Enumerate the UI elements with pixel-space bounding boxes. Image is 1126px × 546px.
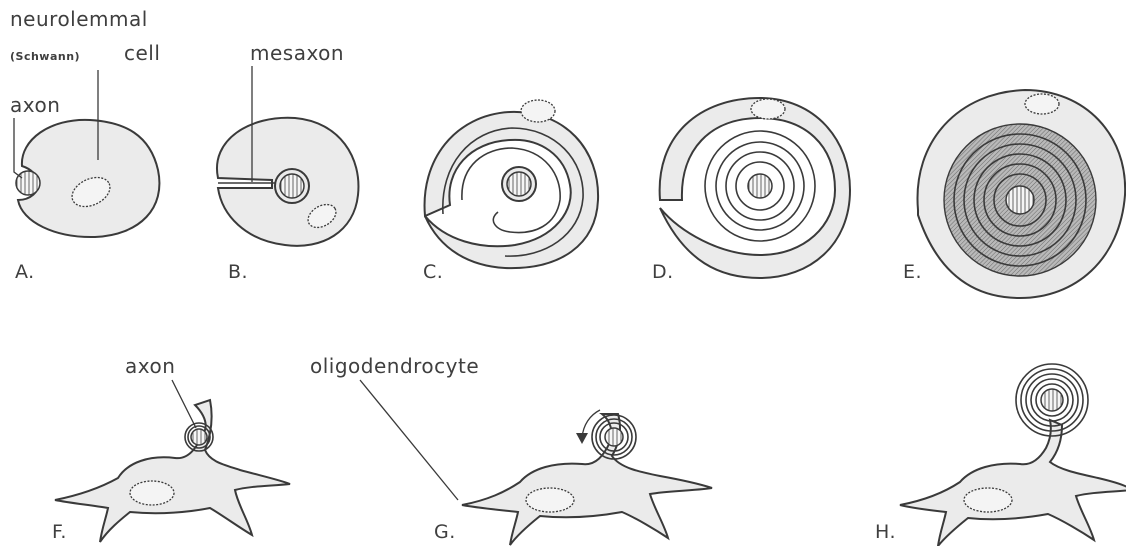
- oligodendrocyte-body: [55, 400, 290, 542]
- nucleus: [521, 100, 555, 122]
- label-schwann: (Schwann): [10, 50, 80, 63]
- panel-h: H.: [875, 364, 1126, 546]
- panel-c: C.: [423, 100, 598, 283]
- panel-label-e: E.: [903, 261, 922, 283]
- panel-f: F.: [52, 400, 290, 543]
- leader-axon-bottom: [172, 380, 196, 428]
- axon: [605, 428, 623, 446]
- panel-e: E.: [903, 90, 1125, 298]
- panel-a: A.: [15, 120, 159, 283]
- axon: [748, 174, 772, 198]
- oligodendrocyte-body: [900, 420, 1126, 546]
- axon: [1041, 389, 1063, 411]
- arrowhead-icon: [576, 433, 588, 444]
- axon: [280, 174, 304, 198]
- panel-label-g: G.: [434, 521, 456, 543]
- leader-oligodendrocyte: [360, 380, 458, 500]
- panel-b: B.: [217, 118, 358, 283]
- axon: [1006, 186, 1034, 214]
- nucleus: [1025, 94, 1059, 114]
- nucleus: [526, 488, 574, 512]
- panel-label-d: D.: [652, 261, 674, 283]
- panel-label-h: H.: [875, 521, 896, 543]
- nucleus: [751, 99, 785, 119]
- label-neurolemmal: neurolemmal: [10, 7, 148, 31]
- axon: [16, 171, 40, 195]
- label-mesaxon: mesaxon: [250, 41, 344, 65]
- label-axon-top: axon: [10, 93, 60, 117]
- panel-label-f: F.: [52, 521, 67, 543]
- axon: [191, 429, 207, 445]
- axon: [507, 172, 531, 196]
- panel-label-a: A.: [15, 261, 35, 283]
- label-cell: cell: [124, 41, 160, 65]
- leader-axon-top: [14, 118, 22, 178]
- panel-label-b: B.: [228, 261, 248, 283]
- panel-g: G.: [434, 410, 712, 545]
- label-axon-bottom: axon: [125, 354, 175, 378]
- panel-d: D.: [652, 98, 850, 283]
- panel-label-c: C.: [423, 261, 443, 283]
- nucleus: [130, 481, 174, 505]
- label-oligodendrocyte: oligodendrocyte: [310, 354, 479, 378]
- nucleus: [964, 488, 1012, 512]
